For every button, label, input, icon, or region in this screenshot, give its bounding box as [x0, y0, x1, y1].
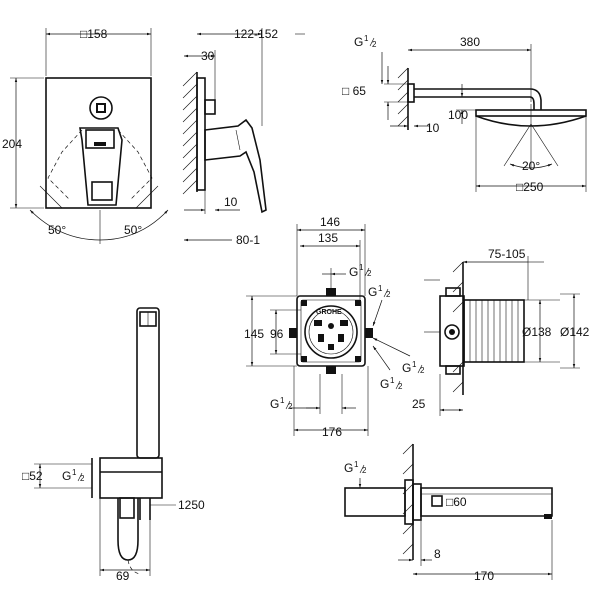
- mixer-width-label: □158: [80, 27, 108, 41]
- thread-denominator: 2: [288, 402, 293, 411]
- body-width-146: 146: [320, 215, 340, 229]
- shower-head-view: 20° 380 G 1 2 □ 65 100 10 □250: [342, 34, 587, 194]
- mixer-lever-side: [204, 118, 267, 214]
- mixer-side-view: 122-152 30 10 80-1: [182, 27, 305, 247]
- thread-numerator: 1: [390, 376, 395, 385]
- body-thread-right-mid-label: G: [402, 361, 411, 375]
- thread-numerator: 1: [72, 468, 77, 477]
- side-offset-10-label: 10: [224, 195, 238, 209]
- hand-width-label: 69: [116, 569, 130, 583]
- thread-numerator: 1: [412, 360, 417, 369]
- thread-denominator: 2: [367, 269, 372, 278]
- spout-thread-label: G: [344, 461, 353, 475]
- hand-shower-view: □52 G 1 2 1250 69: [22, 307, 205, 583]
- side-range-label: 80-1: [236, 233, 260, 247]
- body-width-135: 135: [318, 231, 338, 245]
- thread-numerator: 1: [359, 263, 364, 272]
- thread-numerator: 1: [354, 460, 359, 469]
- spout-body: [420, 487, 553, 517]
- body-side-view: 75-105 Ø138 Ø142 25: [412, 247, 590, 416]
- gap-label: 10: [426, 121, 440, 135]
- body-thread-lower-right-label: G: [380, 377, 389, 391]
- body-depth-range: 75-105: [488, 247, 526, 261]
- thread-denominator: 2: [80, 474, 85, 483]
- body-front-view: GROHE 146 135 G 1 2 G 1 2: [244, 215, 425, 439]
- arm-length-label: 380: [460, 35, 480, 49]
- hand-plate-label: □52: [22, 469, 43, 483]
- thread-denominator: 2: [398, 382, 403, 391]
- brand-logo: GROHE: [316, 309, 342, 316]
- hose-length-label: 1250: [178, 498, 205, 512]
- thread-numerator: 1: [378, 284, 383, 293]
- wall-flange: [407, 83, 415, 103]
- thread-denominator: 2: [386, 290, 391, 299]
- mixer-height-label: 204: [2, 137, 22, 151]
- thread-denominator: 2: [362, 466, 367, 475]
- mixer-plate: [45, 77, 152, 209]
- diameter-142: Ø142: [560, 325, 590, 339]
- angle-left-label: 50°: [48, 223, 66, 237]
- body-thread-bottom-label: G: [270, 397, 279, 411]
- body-height-145: 145: [244, 327, 264, 341]
- spout-length-label: 170: [474, 569, 494, 583]
- body-thread-top-label: G: [349, 265, 358, 279]
- side-offset-30-label: 30: [201, 49, 215, 63]
- head-size-label: □250: [516, 180, 544, 194]
- angle-right-label: 50°: [124, 223, 142, 237]
- thread-denominator: 2: [372, 40, 377, 49]
- spout-plate-label: □60: [446, 495, 467, 509]
- thread-numerator: 1: [280, 396, 285, 405]
- body-width-176: 176: [322, 425, 342, 439]
- hand-shower-handle: [136, 307, 160, 459]
- hand-thread-label: G: [62, 469, 71, 483]
- body-thread-right-label: G: [368, 285, 377, 299]
- thread-denominator: 2: [420, 366, 425, 375]
- shower-thread-label: G: [354, 35, 363, 49]
- thread-numerator: 1: [364, 34, 369, 43]
- diameter-138: Ø138: [522, 325, 552, 339]
- mixer-lever: [79, 127, 123, 206]
- spout-plate-symbol: [431, 495, 443, 507]
- mixer-front-view: □158 204 50° 50°: [2, 27, 169, 244]
- diverter-knob: [89, 96, 113, 120]
- drop-label: 100: [448, 108, 468, 122]
- side-depth-label: 122-152: [234, 27, 278, 41]
- tilt-angle-label: 20°: [522, 159, 540, 173]
- wall-plate-label: □ 65: [342, 84, 366, 98]
- wall-holder: [99, 457, 163, 499]
- spout-offset-label: 8: [434, 547, 441, 561]
- body-height-96: 96: [270, 327, 284, 341]
- spout-view: □60 G 1 2 8 170: [344, 443, 553, 583]
- body-depth-25: 25: [412, 397, 426, 411]
